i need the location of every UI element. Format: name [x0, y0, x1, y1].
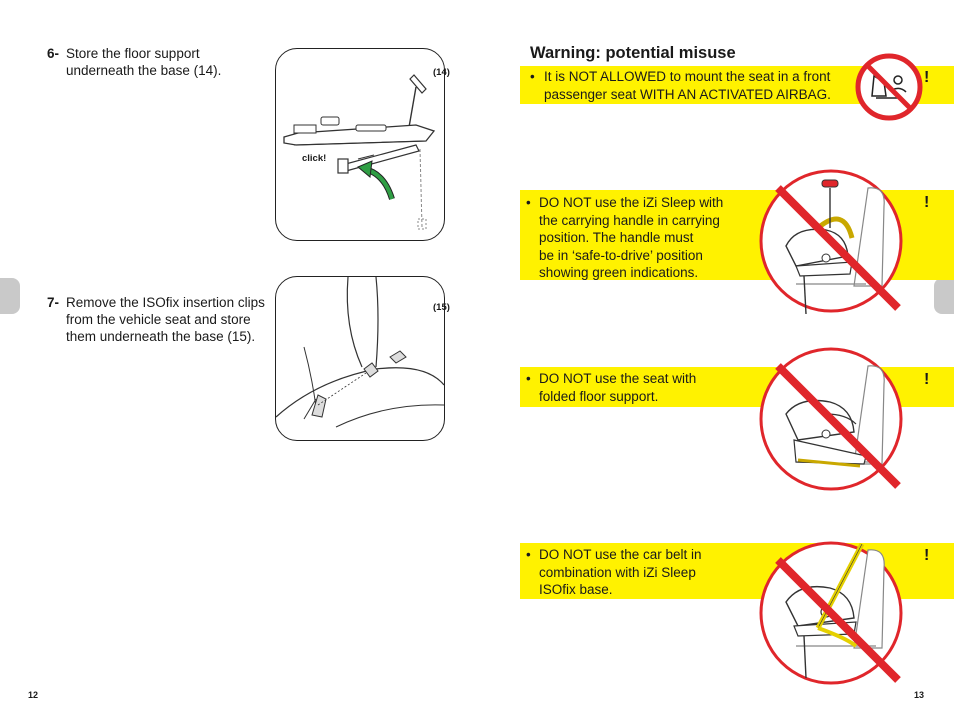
floor-support-illustration	[283, 74, 436, 230]
folded-support-prohibited-icon	[759, 347, 903, 491]
figure-14: (14) click!	[275, 48, 450, 241]
figure-14-label: (14)	[433, 67, 450, 78]
warning-mark: !	[924, 194, 930, 211]
warning-carrying-handle-text: DO NOT use the iZi Sleep with the carryi…	[539, 195, 724, 280]
belt-prohibited-icon	[759, 541, 903, 685]
warning-folded-support-text: DO NOT use the seat with folded floor su…	[539, 371, 697, 404]
figure-15-label: (15)	[433, 302, 450, 313]
bullet: •	[530, 69, 535, 84]
warning-title: Warning: potential misuse	[530, 44, 736, 62]
warning-mark: !	[924, 547, 930, 564]
click-annotation: click!	[302, 153, 327, 164]
warning-mark: !	[924, 69, 930, 86]
bullet: •	[526, 547, 531, 562]
no-airbag-icon	[855, 53, 923, 121]
step-7-text: Remove the ISOfix insertion clips from t…	[66, 295, 265, 344]
bullet: •	[526, 195, 531, 210]
right-page-tab	[934, 278, 954, 314]
left-page-number: 12	[28, 690, 39, 700]
step-7-number: 7-	[47, 295, 60, 310]
right-page-number: 13	[914, 690, 925, 700]
step-6-text: Store the floor support underneath the b…	[66, 46, 222, 78]
step-6-number: 6-	[47, 46, 60, 61]
figure-15: (15)	[275, 276, 450, 441]
isofix-clips-illustration	[275, 276, 445, 428]
warning-airbag-text: It is NOT ALLOWED to mount the seat in a…	[544, 69, 831, 102]
handle-up-prohibited-icon	[759, 169, 903, 315]
left-page-tab	[0, 278, 20, 314]
warning-car-belt-text: DO NOT use the car belt in combination w…	[539, 547, 702, 597]
bullet: •	[526, 371, 531, 386]
warning-mark: !	[924, 371, 930, 388]
